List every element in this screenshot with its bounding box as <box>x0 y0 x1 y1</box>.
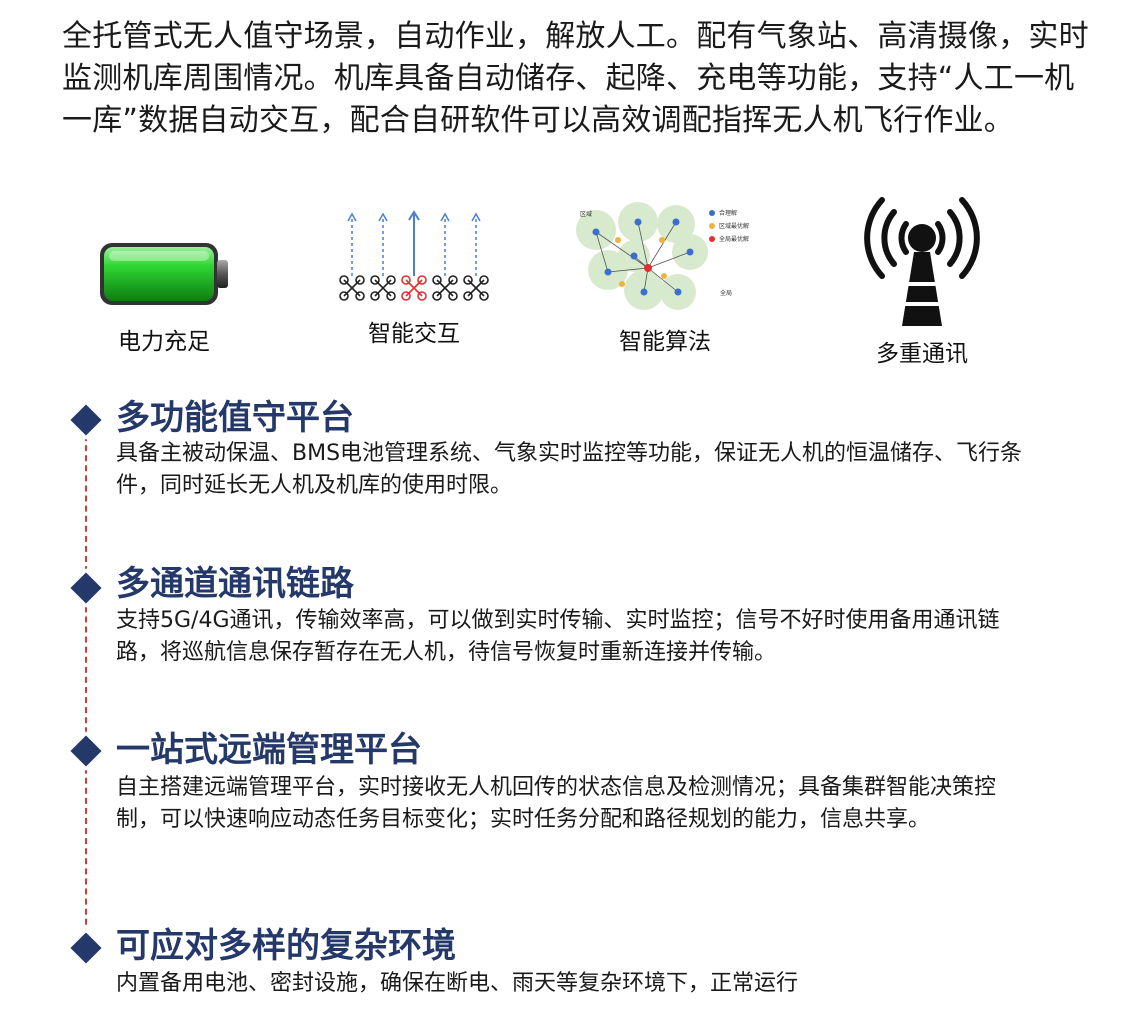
section-body: 支持5G/4G通讯，传输效率高，可以做到实时传输、实时监控；信号不好时使用备用通… <box>116 608 1000 665</box>
timeline-diamond-icon <box>70 572 102 604</box>
section-title: 一站式远端管理平台 <box>116 730 422 770</box>
battery-icon <box>100 243 228 305</box>
timeline-diamond-icon <box>70 735 102 767</box>
timeline-line <box>85 425 87 955</box>
signal-tower-icon <box>864 197 980 326</box>
legend-item-3: 全局最优解 <box>719 235 749 243</box>
section-title: 可应对多样的复杂环境 <box>116 926 456 966</box>
feature-drone-interaction: 智能交互 <box>336 208 492 348</box>
feature-label: 智能算法 <box>619 329 711 355</box>
timeline-diamond-icon <box>70 404 102 436</box>
legend-item-1: 合理解 <box>719 209 737 217</box>
section-body: 具备主被动保温、BMS电池管理系统、气象实时监控等功能，保证无人机的恒温储存、飞… <box>116 441 1023 498</box>
section-body: 自主搭建远端管理平台，实时接收无人机回传的状态信息及检测情况；具备集群智能决策控… <box>116 775 997 832</box>
feature-label: 智能交互 <box>368 321 460 347</box>
drone-swarm-icon <box>339 210 489 301</box>
legend-region-label: 区域 <box>580 210 592 218</box>
feature-communication: 多重通讯 <box>852 190 992 368</box>
section-title: 多功能值守平台 <box>116 398 354 438</box>
feature-label: 电力充足 <box>118 329 210 355</box>
section-body: 内置备用电池、密封设施，确保在断电、雨天等复杂环境下，正常运行 <box>116 971 799 996</box>
feature-battery: 电力充足 <box>96 240 232 356</box>
timeline-diamond-icon <box>70 932 102 964</box>
feature-label: 多重通讯 <box>876 341 968 367</box>
section-title: 多通道通讯链路 <box>116 564 354 604</box>
feature-algorithm: 区域 合理解 区域最优解 全局最优解 全局 智能算法 <box>572 200 758 356</box>
intro-paragraph: 全托管式无人值守场景，自动作业，解放人工。配有气象站、高清摄像，实时监测机库周围… <box>62 19 1089 138</box>
legend-global-label: 全局 <box>720 289 732 297</box>
legend-item-2: 区域最优解 <box>719 222 749 230</box>
network-graph-icon: 区域 合理解 区域最优解 全局最优解 全局 <box>576 202 749 310</box>
